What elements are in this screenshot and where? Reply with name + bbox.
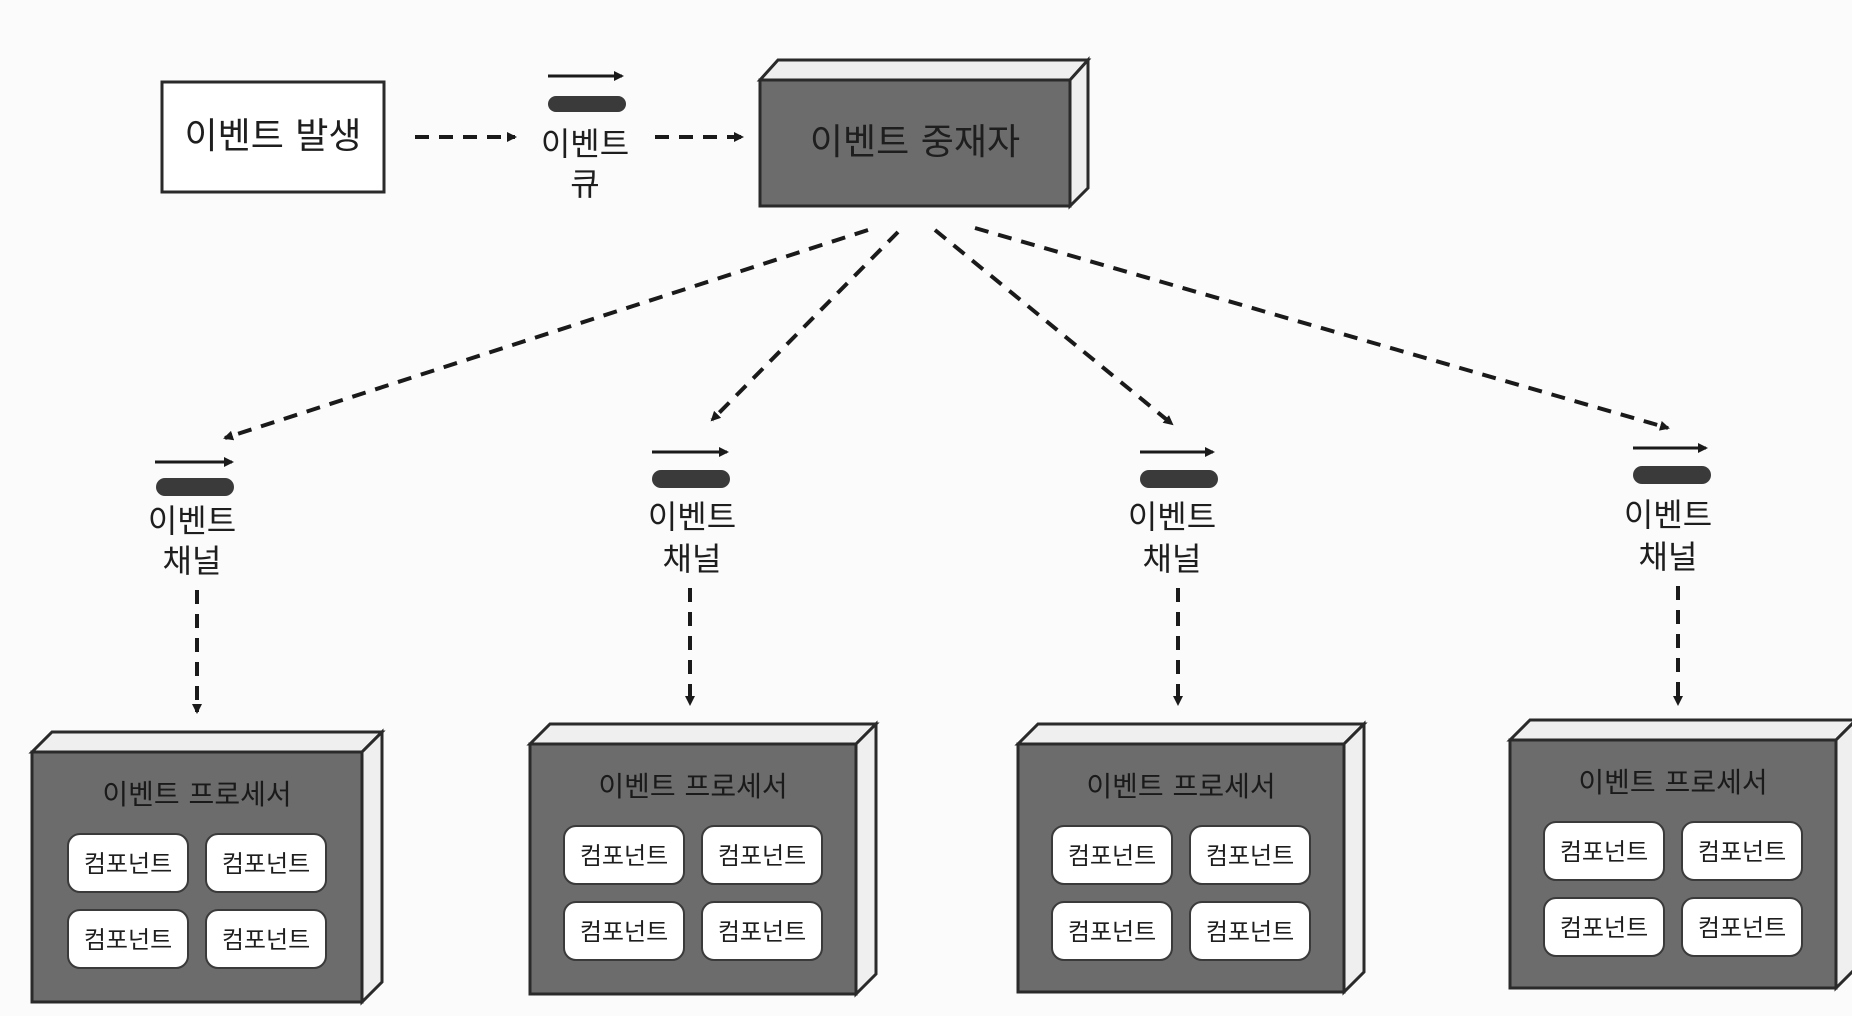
processor-4-component-2: 컴포넌트 bbox=[1681, 821, 1803, 881]
processor-2-component-3: 컴포넌트 bbox=[563, 901, 685, 961]
channel-2-pipe-icon bbox=[652, 470, 730, 488]
event-channel-3: 이벤트 채널 bbox=[1128, 447, 1218, 578]
processor-3-component-3: 컴포넌트 bbox=[1051, 901, 1173, 961]
arrow-mediator-to-channel-2 bbox=[710, 230, 900, 422]
channel-2-label-line1: 이벤트 bbox=[648, 498, 736, 536]
channel-1-label-line2: 채널 bbox=[163, 542, 222, 580]
component-label: 컴포넌트 bbox=[222, 850, 310, 878]
component-label: 컴포넌트 bbox=[84, 926, 172, 954]
event-processor-2-title: 이벤트 프로세서 bbox=[598, 770, 787, 803]
channel-4-label-line2: 채널 bbox=[1639, 538, 1698, 576]
event-queue: 이벤트 큐 bbox=[541, 71, 629, 203]
event-processor-4-title: 이벤트 프로세서 bbox=[1578, 766, 1767, 799]
component-label: 컴포넌트 bbox=[1560, 838, 1648, 866]
component-label: 컴포넌트 bbox=[580, 842, 668, 870]
event-processor-3-title: 이벤트 프로세서 bbox=[1086, 770, 1275, 803]
component-label: 컴포넌트 bbox=[222, 926, 310, 954]
component-label: 컴포넌트 bbox=[580, 918, 668, 946]
component-label: 컴포넌트 bbox=[1206, 918, 1294, 946]
processor-3-component-1: 컴포넌트 bbox=[1051, 825, 1173, 885]
channel-2-label-line2: 채널 bbox=[663, 540, 722, 578]
processor-1-component-2: 컴포넌트 bbox=[205, 833, 327, 893]
channel-1-label-line1: 이벤트 bbox=[148, 502, 236, 540]
channel-1-pipe-icon bbox=[156, 478, 234, 496]
event-channel-4: 이벤트 채널 bbox=[1624, 443, 1712, 576]
channel-3-label-line2: 채널 bbox=[1143, 540, 1202, 578]
component-label: 컴포넌트 bbox=[1206, 842, 1294, 870]
component-label: 컴포넌트 bbox=[84, 850, 172, 878]
arrow-mediator-to-channel-1 bbox=[223, 228, 869, 441]
arrow-mediator-to-channel-4 bbox=[974, 226, 1670, 431]
processor-4-component-4: 컴포넌트 bbox=[1681, 897, 1803, 957]
processor-3-component-4: 컴포넌트 bbox=[1189, 901, 1311, 961]
component-label: 컴포넌트 bbox=[1698, 838, 1786, 866]
processor-1-component-1: 컴포넌트 bbox=[67, 833, 189, 893]
component-label: 컴포넌트 bbox=[1068, 842, 1156, 870]
processor-2-component-2: 컴포넌트 bbox=[701, 825, 823, 885]
channel-4-pipe-icon bbox=[1633, 466, 1711, 484]
component-label: 컴포넌트 bbox=[1698, 914, 1786, 942]
event-channel-2: 이벤트 채널 bbox=[648, 447, 736, 578]
processor-2-component-4: 컴포넌트 bbox=[701, 901, 823, 961]
channel-4-label-line1: 이벤트 bbox=[1624, 496, 1712, 534]
arrow-mediator-to-channel-3 bbox=[933, 228, 1174, 426]
component-label: 컴포넌트 bbox=[1068, 918, 1156, 946]
queue-label-line1: 이벤트 bbox=[541, 125, 629, 163]
channel-3-pipe-icon bbox=[1140, 470, 1218, 488]
component-label: 컴포넌트 bbox=[1560, 914, 1648, 942]
processor-4-component-3: 컴포넌트 bbox=[1543, 897, 1665, 957]
event-processor-1-title: 이벤트 프로세서 bbox=[102, 778, 291, 811]
event-mediator-label: 이벤트 중재자 bbox=[810, 122, 1020, 163]
queue-pipe-icon bbox=[548, 96, 626, 112]
component-label: 컴포넌트 bbox=[718, 842, 806, 870]
event-mediator-box: 이벤트 중재자 bbox=[756, 56, 1092, 210]
event-source-box: 이벤트 발생 bbox=[160, 80, 386, 194]
processor-4-component-1: 컴포넌트 bbox=[1543, 821, 1665, 881]
processor-1-component-4: 컴포넌트 bbox=[205, 909, 327, 969]
processor-2-component-1: 컴포넌트 bbox=[563, 825, 685, 885]
processor-3-component-2: 컴포넌트 bbox=[1189, 825, 1311, 885]
queue-label-line2: 큐 bbox=[570, 165, 599, 203]
processor-1-component-3: 컴포넌트 bbox=[67, 909, 189, 969]
channel-3-label-line1: 이벤트 bbox=[1128, 498, 1216, 536]
component-label: 컴포넌트 bbox=[718, 918, 806, 946]
event-source-label: 이벤트 발생 bbox=[184, 116, 361, 157]
event-channel-1: 이벤트 채널 bbox=[148, 457, 236, 580]
